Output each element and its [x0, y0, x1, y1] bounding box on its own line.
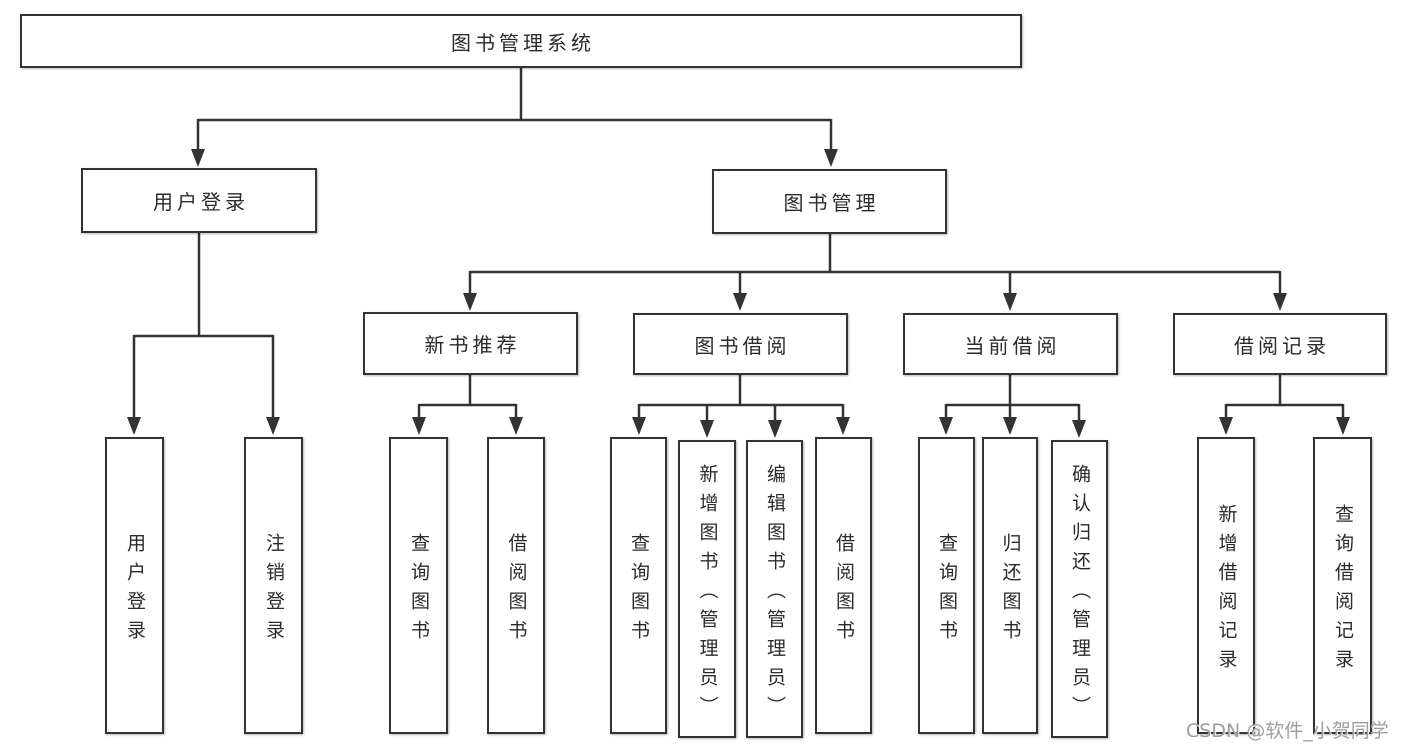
node-book-management: 图书管理: [712, 169, 947, 234]
leaf-edit-books-admin: 编辑图书（管理员）: [746, 440, 803, 738]
node-label: 用户登录: [124, 532, 146, 649]
node-label: 注销登录: [263, 532, 285, 649]
leaf-user-login: 用户登录: [105, 437, 164, 734]
leaf-add-borrow-record: 新增借阅记录: [1197, 437, 1255, 734]
node-user-login: 用户登录: [81, 168, 317, 233]
node-label: 查询图书: [936, 532, 958, 649]
node-label: 图书借阅: [694, 333, 791, 358]
leaf-borrow-books-recommend: 借阅图书: [487, 437, 545, 734]
node-current-borrow: 当前借阅: [903, 313, 1118, 375]
node-library-management-system: 图书管理系统: [20, 14, 1022, 68]
node-label: 新增借阅记录: [1215, 503, 1238, 678]
node-label: 用户登录: [153, 190, 249, 214]
node-label: 查询图书: [628, 532, 650, 649]
leaf-query-books-borrow: 查询图书: [610, 437, 667, 734]
leaf-logout: 注销登录: [244, 437, 303, 734]
node-label: 确认归还（管理员）: [1069, 463, 1091, 725]
node-new-book-recommend: 新书推荐: [363, 312, 578, 375]
node-label: 借阅图书: [505, 532, 528, 649]
node-label: 新书推荐: [424, 333, 521, 357]
leaf-query-books-current: 查询图书: [918, 437, 975, 734]
node-label: 借阅记录: [1234, 333, 1330, 358]
leaf-query-books-recommend: 查询图书: [389, 437, 448, 734]
node-label: 查询图书: [408, 532, 430, 649]
node-label: 编辑图书（管理员）: [764, 463, 786, 725]
node-label: 查询借阅记录: [1332, 503, 1354, 678]
node-label: 图书管理系统: [451, 30, 595, 55]
node-label: 新增图书（管理员）: [696, 463, 719, 725]
node-borrow-records: 借阅记录: [1173, 313, 1387, 375]
leaf-query-borrow-record: 查询借阅记录: [1313, 437, 1372, 734]
leaf-confirm-return-admin: 确认归还（管理员）: [1051, 440, 1108, 738]
arrowheads: [127, 149, 1350, 438]
node-label: 借阅图书: [833, 532, 855, 649]
csdn-watermark: CSDN @软件_小贺同学: [1186, 720, 1389, 742]
node-label: 当前借阅: [964, 333, 1061, 358]
node-label: 归还图书: [999, 532, 1022, 649]
node-book-borrow: 图书借阅: [633, 313, 848, 375]
leaf-borrow-books: 借阅图书: [815, 437, 872, 734]
leaf-add-books-admin: 新增图书（管理员）: [678, 440, 736, 738]
leaf-return-books: 归还图书: [982, 437, 1038, 734]
node-label: 图书管理: [783, 191, 880, 215]
